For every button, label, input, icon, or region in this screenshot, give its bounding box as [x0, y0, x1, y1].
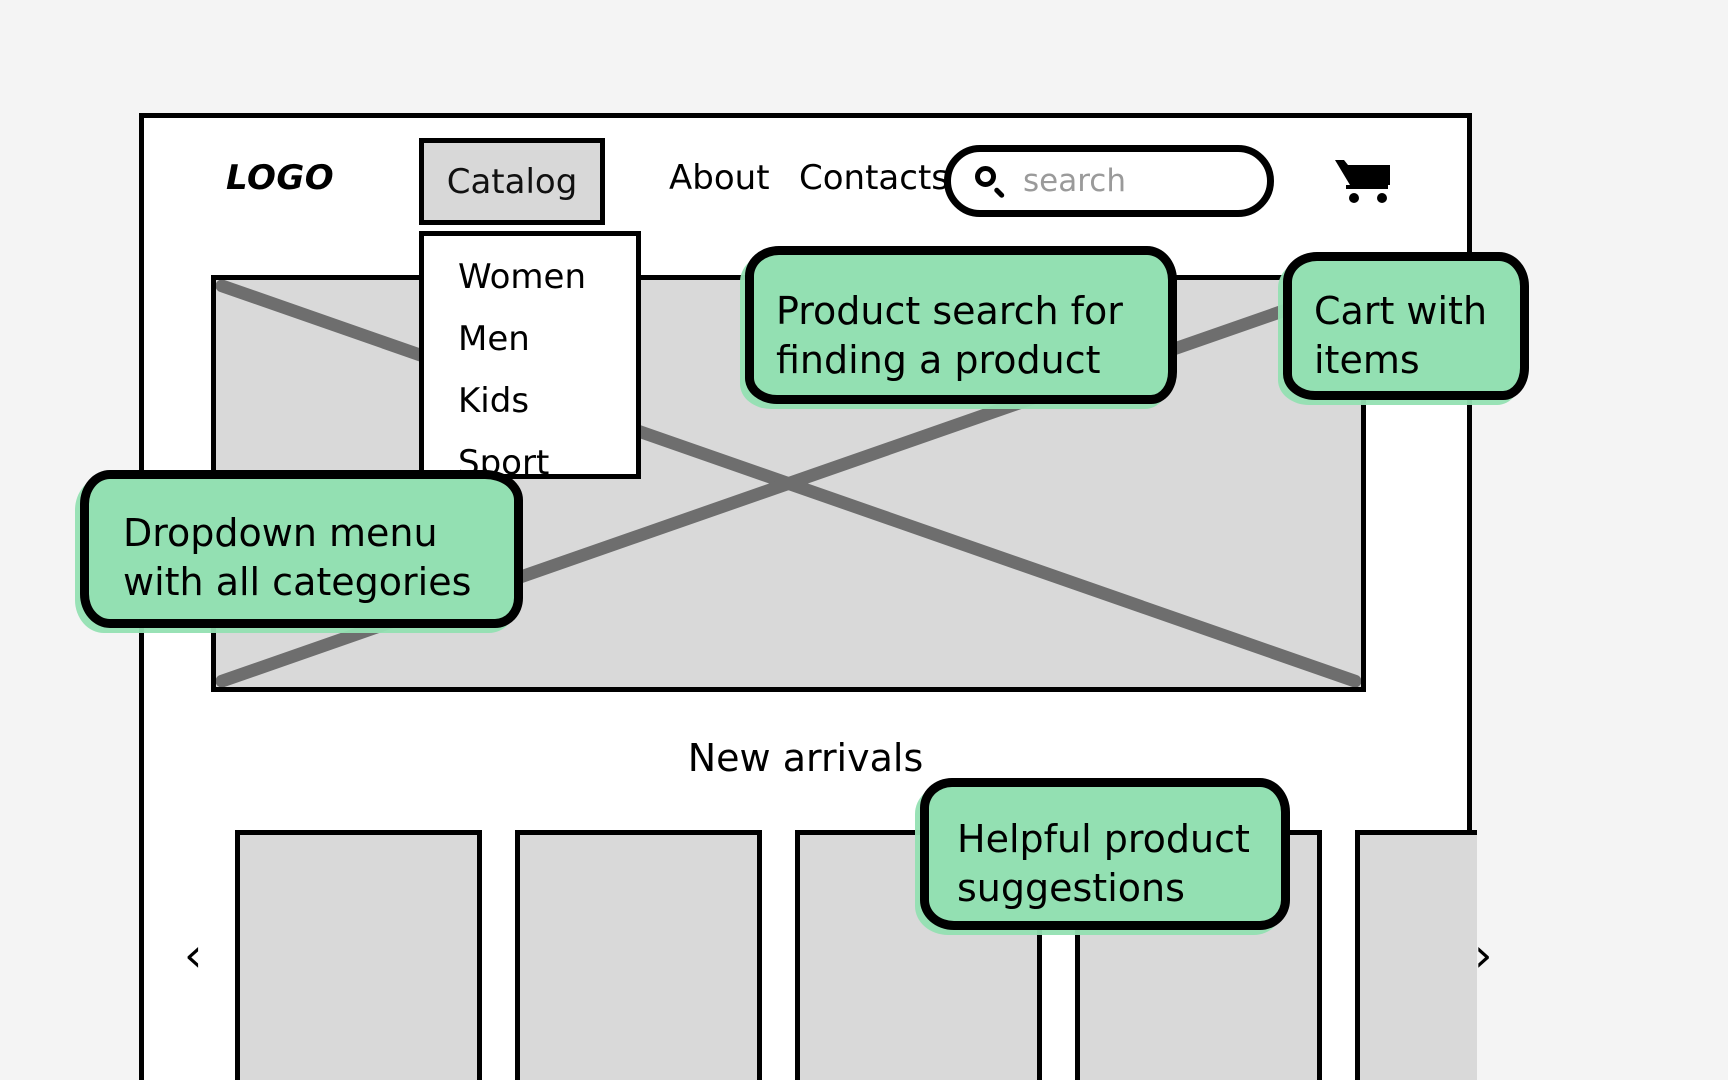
- product-card[interactable]: [1355, 830, 1477, 1080]
- site-header: LOGO Catalog About Contacts search: [144, 118, 1467, 240]
- carousel-next-arrow[interactable]: ›: [1474, 928, 1493, 982]
- shopping-cart-icon[interactable]: [1334, 156, 1392, 206]
- dropdown-item-kids[interactable]: Kids: [458, 381, 530, 421]
- logo[interactable]: LOGO: [226, 158, 335, 198]
- annotation-line: with all categories: [123, 559, 472, 604]
- annotation-cart: Cart with items: [1283, 252, 1529, 400]
- annotation-line: suggestions: [957, 865, 1185, 910]
- annotation-line: Dropdown menu: [123, 511, 438, 555]
- annotation-line: Helpful product: [957, 817, 1250, 861]
- search-placeholder: search: [1023, 163, 1126, 199]
- annotation-product-search: Product search for finding a product: [745, 246, 1177, 404]
- nav-item-catalog-label: Catalog: [446, 161, 578, 202]
- nav-item-contacts[interactable]: Contacts: [799, 158, 949, 198]
- dropdown-item-women[interactable]: Women: [458, 257, 587, 297]
- carousel-prev-arrow[interactable]: ‹: [184, 928, 203, 982]
- catalog-dropdown-menu[interactable]: Women Men Kids Sport: [419, 231, 641, 483]
- annotation-line: Product search for: [776, 289, 1123, 333]
- dropdown-item-men[interactable]: Men: [458, 319, 530, 359]
- nav-item-about[interactable]: About: [669, 158, 770, 198]
- nav-item-catalog[interactable]: Catalog: [419, 138, 605, 225]
- section-title-new-arrivals: New arrivals: [687, 736, 924, 780]
- annotation-dropdown-menu: Dropdown menu with all categories: [80, 470, 523, 628]
- search-icon: [973, 164, 1007, 199]
- annotation-line: items: [1314, 337, 1420, 382]
- product-card[interactable]: [515, 830, 762, 1080]
- annotation-product-suggestions: Helpful product suggestions: [920, 778, 1290, 930]
- product-card[interactable]: [235, 830, 482, 1080]
- annotation-line: Cart with: [1314, 289, 1488, 333]
- search-input[interactable]: search: [944, 145, 1274, 217]
- annotation-line: finding a product: [776, 337, 1101, 382]
